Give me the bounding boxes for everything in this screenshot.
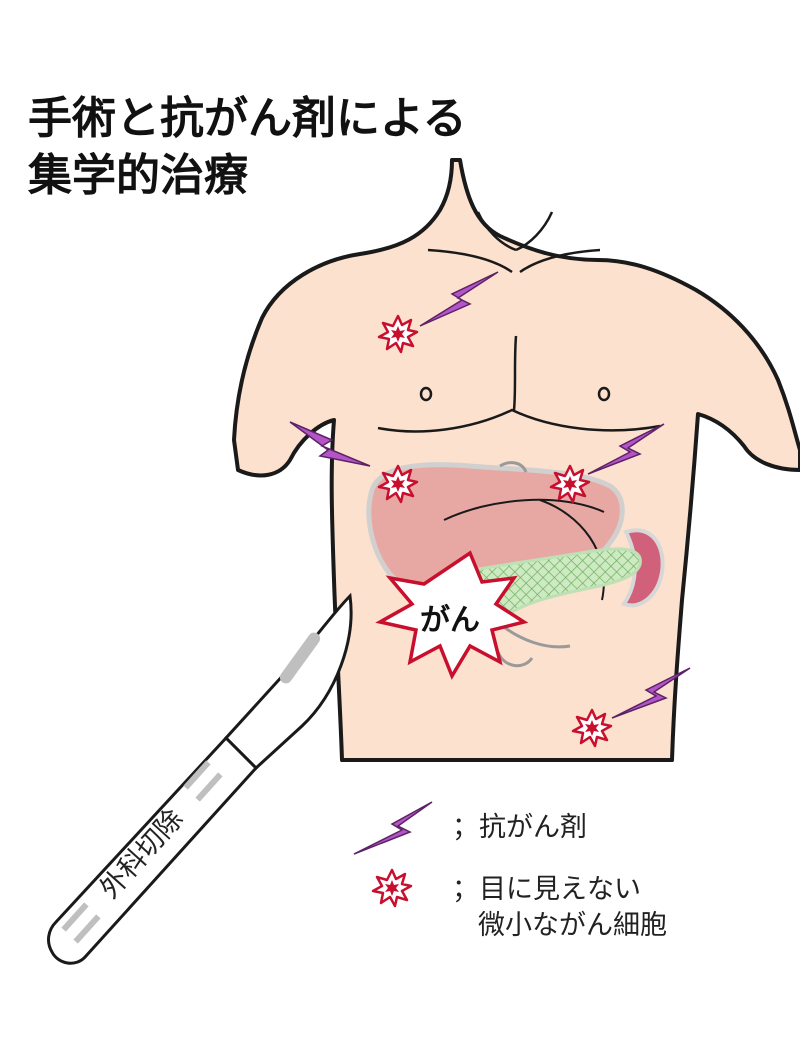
legend-drug-label: ；抗がん剤 xyxy=(452,812,587,843)
scalpel-icon: 外科切除 xyxy=(47,592,353,965)
title-line-1: 手術と抗がん剤による xyxy=(28,93,467,144)
legend-drug-icon xyxy=(353,801,433,855)
torso xyxy=(232,158,800,762)
drug-bolt-icon xyxy=(587,423,665,475)
legend-cells-line2: 微小ながん細胞 xyxy=(478,910,667,941)
title-line-2: 集学的治療 xyxy=(27,150,248,201)
drug-bolt-icon xyxy=(611,667,691,719)
tumor-starburst: がん xyxy=(375,550,529,680)
legend-cell-icon xyxy=(371,868,413,908)
legend: ；抗がん剤 ；目に見えない 微小ながん細胞 xyxy=(353,801,667,941)
drug-bolt-icon xyxy=(419,271,499,327)
legend-cells-line1: ；目に見えない xyxy=(452,874,641,905)
drug-bolt-icon xyxy=(289,421,371,467)
cancer-label: がん xyxy=(420,603,480,638)
